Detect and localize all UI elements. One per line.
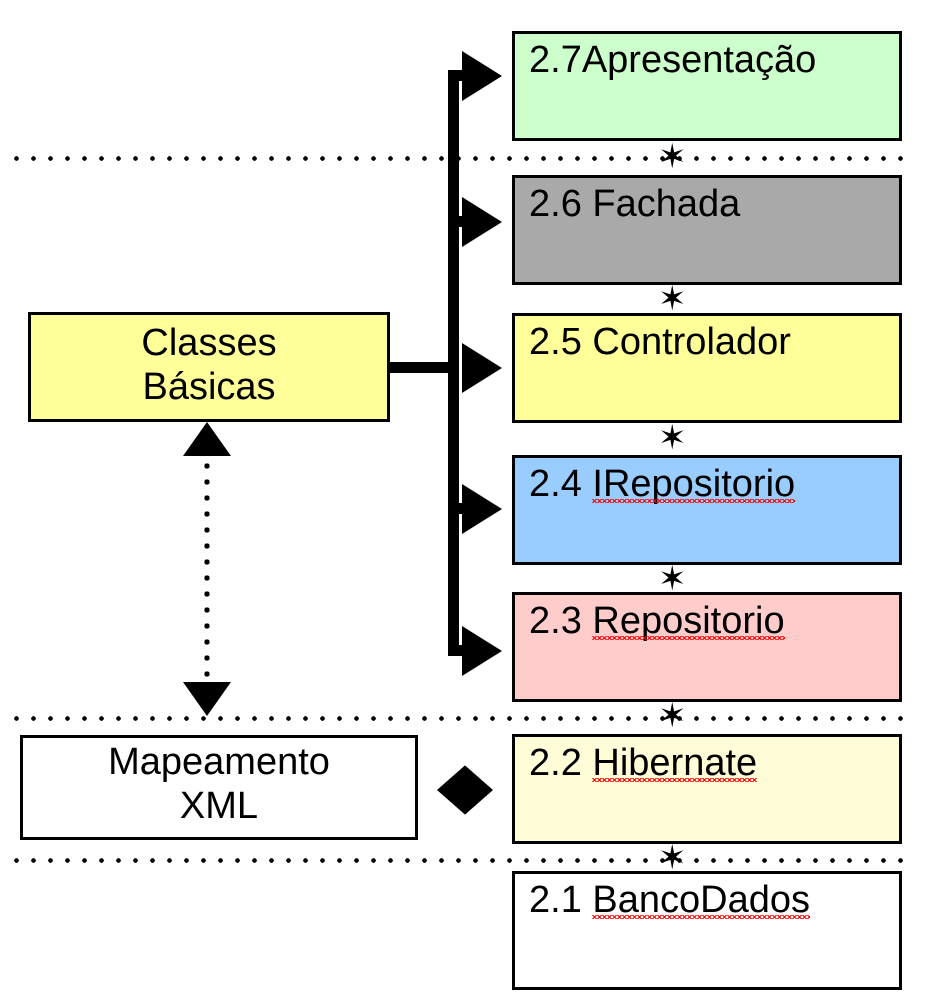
layer-label-controlador: 2.5 Controlador: [529, 321, 791, 363]
branch-stub-fachada: [448, 216, 472, 227]
branch-stub-irepositorio: [448, 503, 472, 514]
branch-stub-repositorio: [448, 645, 472, 656]
arrow-to-fachada: [462, 197, 502, 247]
layer-label-irepositorio: 2.4 IRepositorio: [529, 462, 795, 506]
layer-box-irepositorio[interactable]: 2.4 IRepositorio: [512, 455, 902, 565]
layer-name-repositorio: Repositorio: [592, 600, 785, 642]
arrow-to-controlador: [462, 343, 502, 393]
layer-label-fachada: 2.6 Fachada: [529, 183, 741, 225]
layer-label-bancodados: 2.1 BancoDados: [529, 878, 810, 922]
arrow-to-apresentacao: [462, 51, 502, 101]
layer-number-repositorio: 2.3: [529, 600, 593, 642]
layer-label-apresentacao: 2.7Apresentação: [529, 39, 817, 81]
layer-box-hibernate[interactable]: 2.2 Hibernate: [512, 734, 902, 844]
layer-link-star-2-3-2-2: [658, 703, 684, 729]
layer-number-hibernate: 2.2: [529, 742, 593, 784]
layer-box-apresentacao[interactable]: 2.7Apresentação: [512, 31, 902, 141]
layer-link-star-2-2-2-1: [658, 845, 684, 871]
layer-number-bancodados: 2.1: [529, 879, 593, 921]
dependency-arrowhead-up: [183, 422, 231, 456]
classes-basicas-line1: Classes: [141, 322, 277, 364]
layer-box-repositorio[interactable]: 2.3 Repositorio: [512, 592, 902, 702]
layer-label-hibernate: 2.2 Hibernate: [529, 741, 757, 785]
mapeamento-xml-line2: XML: [179, 785, 259, 827]
layer-link-star-2-5-2-4: [658, 425, 684, 451]
layer-number-irepositorio: 2.4: [529, 463, 593, 505]
arrow-to-repositorio: [462, 626, 502, 676]
layer-box-controlador[interactable]: 2.5 Controlador: [512, 313, 902, 423]
layer-name-hibernate: Hibernate: [592, 742, 758, 784]
classes-basicas-line2: Básicas: [142, 366, 276, 408]
layer-name-bancodados: BancoDados: [592, 879, 810, 921]
layer-link-star-2-7-2-6: [658, 144, 684, 170]
separator-line-middle: [8, 715, 906, 722]
layer-link-star-2-6-2-5: [658, 286, 684, 312]
arrow-to-irepositorio: [462, 484, 502, 534]
layer-name-irepositorio: IRepositorio: [592, 463, 796, 505]
dependency-dotted-line: [203, 458, 211, 678]
branch-stub-apresentacao: [448, 70, 472, 81]
layer-link-star-2-4-2-3: [658, 566, 684, 592]
layer-box-fachada[interactable]: 2.6 Fachada: [512, 175, 902, 285]
association-diamond-hibernate: [437, 765, 493, 815]
layer-box-bancodados[interactable]: 2.1 BancoDados: [512, 871, 902, 990]
layer-label-repositorio: 2.3 Repositorio: [529, 599, 785, 643]
mapeamento-xml-line1: Mapeamento: [108, 741, 330, 783]
dependency-arrowhead-down: [183, 682, 231, 716]
branch-stem-horizontal: [388, 362, 458, 373]
separator-line-bottom: [8, 857, 906, 864]
